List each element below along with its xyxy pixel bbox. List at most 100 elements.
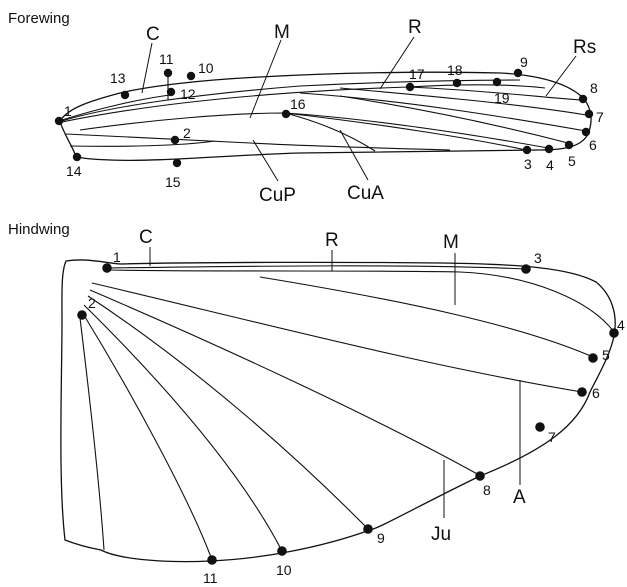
hindwing-landmark-label-9: 9 bbox=[377, 530, 385, 546]
forewing-vein-sc bbox=[61, 79, 521, 122]
forewing-vein-rs4 bbox=[339, 95, 569, 144]
forewing-label-cua: CuA bbox=[347, 183, 384, 204]
hindwing-landmark-1 bbox=[102, 263, 112, 273]
hindwing-leaders bbox=[149, 247, 521, 518]
forewing-landmark-9 bbox=[513, 68, 523, 78]
hindwing-outline bbox=[60, 259, 616, 563]
forewing-label-r: R bbox=[408, 17, 422, 38]
hindwing-label-m: M bbox=[443, 232, 459, 253]
hindwing-landmark-3 bbox=[521, 264, 531, 274]
forewing-landmarks: 1 2 3 4 5 6 7 8 9 10 11 12 13 bbox=[54, 51, 604, 190]
forewing-landmark-4 bbox=[544, 144, 554, 154]
hindwing-vein-a2 bbox=[79, 317, 105, 551]
forewing-landmark-19 bbox=[492, 77, 502, 87]
forewing-landmark-label-18: 18 bbox=[447, 62, 463, 78]
hindwing-landmark-6 bbox=[577, 387, 587, 397]
forewing-landmark-1 bbox=[54, 116, 64, 126]
hindwing-landmark-5 bbox=[588, 353, 598, 363]
forewing-landmark-label-3: 3 bbox=[524, 156, 532, 172]
hindwing-landmark-label-11: 11 bbox=[203, 570, 218, 586]
forewing-landmark-label-12: 12 bbox=[180, 86, 196, 102]
forewing-landmark-label-11: 11 bbox=[159, 51, 174, 67]
forewing-landmark-18 bbox=[452, 78, 462, 88]
forewing-landmark-label-19: 19 bbox=[494, 90, 510, 106]
forewing-veins bbox=[61, 73, 587, 152]
forewing-landmark-label-15: 15 bbox=[165, 174, 181, 190]
forewing-vein-cua bbox=[284, 112, 376, 152]
hindwing-label-ju: Ju bbox=[431, 524, 451, 545]
forewing-vein-rs2 bbox=[339, 87, 587, 116]
hindwing-vein-cu1 bbox=[89, 289, 482, 477]
forewing-landmark-label-9: 9 bbox=[520, 54, 528, 70]
forewing-landmark-2 bbox=[170, 135, 180, 145]
hindwing-landmark-label-3: 3 bbox=[534, 250, 542, 266]
hindwing: Hindwing C R M A Ju bbox=[8, 221, 625, 586]
forewing-vein-cup bbox=[65, 133, 451, 151]
hindwing-landmarks: 1 2 3 4 5 6 7 8 9 10 11 bbox=[77, 249, 625, 586]
forewing-label-rs: Rs bbox=[573, 37, 596, 58]
hindwing-landmark-label-5: 5 bbox=[602, 347, 610, 363]
hindwing-label-c: C bbox=[139, 227, 153, 248]
hindwing-landmark-4 bbox=[609, 328, 619, 338]
hindwing-landmark-11 bbox=[207, 555, 217, 565]
hindwing-veins bbox=[79, 265, 615, 561]
forewing-landmark-14 bbox=[72, 152, 82, 162]
hindwing-label-r: R bbox=[325, 230, 339, 251]
hindwing-landmark-7 bbox=[535, 422, 545, 432]
forewing-landmark-label-6: 6 bbox=[589, 137, 597, 153]
forewing-vein-rs3 bbox=[299, 92, 587, 132]
forewing-landmark-15 bbox=[172, 158, 182, 168]
forewing-landmark-label-1: 1 bbox=[64, 103, 72, 119]
forewing-landmark-11 bbox=[163, 68, 173, 78]
forewing-vein-c bbox=[61, 94, 171, 121]
forewing-landmark-16 bbox=[281, 109, 291, 119]
hindwing-landmark-10 bbox=[277, 546, 287, 556]
hindwing-landmark-label-4: 4 bbox=[617, 317, 625, 333]
hindwing-landmark-9 bbox=[363, 524, 373, 534]
forewing-vein-rs1 bbox=[407, 86, 583, 101]
forewing-landmark-label-10: 10 bbox=[198, 60, 214, 76]
forewing-landmark-label-16: 16 bbox=[290, 96, 306, 112]
hindwing-landmark-label-1: 1 bbox=[113, 249, 121, 265]
hindwing-landmark-2 bbox=[77, 310, 87, 320]
forewing-landmark-17 bbox=[405, 82, 415, 92]
forewing: Forewing C bbox=[8, 10, 604, 206]
forewing-landmark-label-17: 17 bbox=[409, 66, 425, 82]
forewing-landmark-5 bbox=[564, 140, 574, 150]
forewing-landmark-label-2: 2 bbox=[183, 125, 191, 141]
forewing-landmark-label-4: 4 bbox=[546, 157, 554, 173]
hindwing-landmark-label-8: 8 bbox=[483, 482, 491, 498]
hindwing-landmark-8 bbox=[475, 471, 485, 481]
forewing-landmark-label-14: 14 bbox=[66, 163, 82, 179]
forewing-landmark-label-8: 8 bbox=[590, 80, 598, 96]
hindwing-label-a: A bbox=[513, 487, 526, 508]
forewing-label-cup: CuP bbox=[259, 185, 296, 206]
forewing-landmark-12 bbox=[166, 87, 176, 97]
hindwing-title: Hindwing bbox=[8, 221, 70, 238]
hindwing-vein-cu2 bbox=[87, 295, 369, 530]
forewing-vein-m bbox=[79, 112, 549, 149]
forewing-landmark-8 bbox=[578, 94, 588, 104]
forewing-vein-m2 bbox=[284, 112, 527, 151]
forewing-label-c: C bbox=[146, 24, 160, 45]
forewing-landmark-label-7: 7 bbox=[596, 109, 604, 125]
hindwing-vein-m2 bbox=[91, 282, 583, 393]
forewing-landmark-13 bbox=[120, 90, 130, 100]
forewing-title: Forewing bbox=[8, 10, 70, 27]
forewing-landmark-label-5: 5 bbox=[568, 153, 576, 169]
hindwing-vein-a1 bbox=[81, 311, 213, 561]
forewing-landmark-10 bbox=[186, 71, 196, 81]
hindwing-vein-c bbox=[106, 265, 527, 270]
hindwing-landmark-label-2: 2 bbox=[88, 295, 96, 311]
forewing-leaders bbox=[141, 36, 577, 182]
hindwing-vein-cu3 bbox=[83, 304, 283, 552]
forewing-landmark-6 bbox=[581, 127, 591, 137]
forewing-landmark-3 bbox=[522, 145, 532, 155]
hindwing-landmark-label-7: 7 bbox=[548, 429, 556, 445]
forewing-landmark-label-13: 13 bbox=[110, 70, 126, 86]
hindwing-landmark-label-10: 10 bbox=[276, 562, 292, 578]
forewing-vein-a bbox=[69, 140, 216, 147]
hindwing-vein-m bbox=[259, 276, 594, 358]
hindwing-landmark-label-6: 6 bbox=[592, 385, 600, 401]
